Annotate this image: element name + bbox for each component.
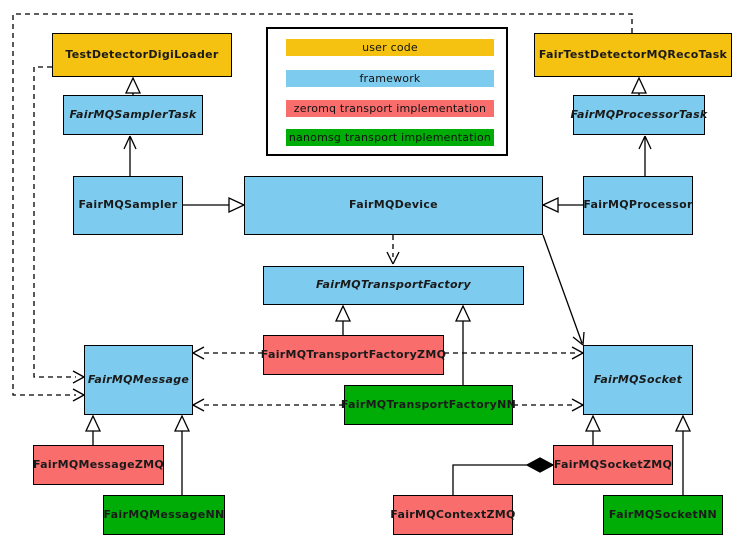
node-fairmqprocessortask: FairMQProcessorTask	[570, 95, 707, 135]
node-fairmqtransportfactoryzmq: FairMQTransportFactoryZMQ	[261, 335, 446, 375]
edge-device-transportfactory-dependency	[386, 235, 400, 265]
edge-factoryzmq-transportfactory-generalization	[334, 304, 352, 335]
node-fairmqsocketzmq: FairMQSocketZMQ	[553, 445, 673, 485]
edge-recotask-message-dependency	[12, 13, 633, 402]
edge-factorynn-transportfactory-generalization	[454, 304, 472, 385]
node-fairmqmessage: FairMQMessage	[84, 345, 193, 415]
node-testdetectordigiloader: TestDetectorDigiLoader	[52, 33, 232, 77]
edge-device-socket-association	[542, 234, 585, 346]
edge-sampler-device-generalization	[183, 196, 246, 214]
edge-factorynn-socket-dependency	[513, 398, 584, 412]
edge-contextzmq-socketzmq-composition	[452, 457, 555, 495]
edge-factorynn-message-dependency	[192, 398, 344, 412]
node-fairmqprocessor: FairMQProcessor	[583, 176, 693, 235]
edge-socketzmq-socket-generalization	[584, 414, 602, 445]
node-fairmqsocketnn: FairMQSocketNN	[603, 495, 723, 535]
node-fairmqmessagezmq: FairMQMessageZMQ	[33, 445, 164, 485]
legend-item-zeromq: zeromq transport implementation	[286, 100, 494, 117]
node-fairmqsampler: FairMQSampler	[73, 176, 183, 235]
edge-samplertask-digiloader-generalization	[124, 76, 142, 95]
legend-label: framework	[359, 72, 421, 85]
node-fairmqsamplertask: FairMQSamplerTask	[63, 95, 203, 135]
node-fairmqcontextzmq: FairMQContextZMQ	[390, 495, 515, 535]
legend: user code framework zeromq transport imp…	[266, 27, 508, 156]
node-fairmqsocket: FairMQSocket	[583, 345, 693, 415]
edge-messagezmq-message-generalization	[84, 414, 102, 445]
node-fairmqmessagenn: FairMQMessageNN	[103, 495, 225, 535]
legend-label: user code	[362, 41, 418, 54]
edge-messagenn-message-generalization	[173, 414, 191, 495]
node-fairtestdetectormqrecotask: FairTestDetectorMQRecoTask	[534, 33, 732, 77]
edge-socketnn-socket-generalization	[674, 414, 692, 495]
legend-label: zeromq transport implementation	[293, 102, 487, 115]
edge-digiloader-message-dependency	[33, 66, 85, 384]
node-fairmqtransportfactorynn: FairMQTransportFactoryNN	[341, 385, 516, 425]
edge-factoryzmq-socket-dependency	[444, 346, 584, 360]
legend-item-framework: framework	[286, 70, 494, 87]
node-fairmqtransportfactory: FairMQTransportFactory	[263, 266, 524, 305]
edge-factoryzmq-message-dependency	[192, 346, 263, 360]
legend-item-nanomsg: nanomsg transport implementation	[286, 129, 494, 146]
legend-item-user-code: user code	[286, 39, 494, 56]
legend-label: nanomsg transport implementation	[288, 131, 492, 144]
edge-processor-processortask-association	[638, 135, 652, 176]
edge-sampler-samplertask-association	[123, 135, 137, 176]
node-fairmqdevice: FairMQDevice	[244, 176, 543, 235]
edge-processortask-recotask-generalization	[630, 76, 648, 95]
edge-processor-device-generalization	[541, 196, 583, 214]
